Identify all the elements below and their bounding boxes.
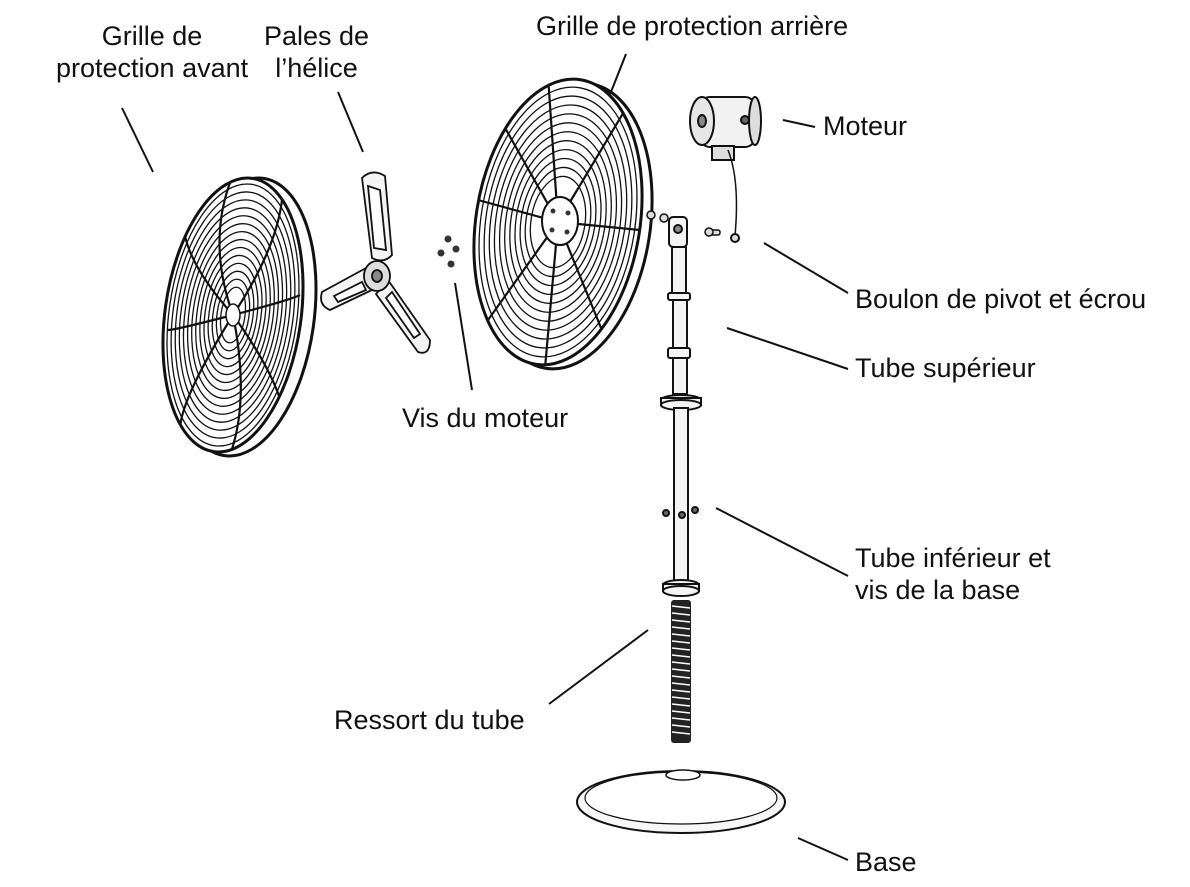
label-front-guard-line-2: protection avant (56, 53, 249, 83)
label-pivot-bolt: Boulon de pivot et écrou (855, 284, 1147, 314)
label-front-guard: Grille de protection avant (56, 20, 248, 84)
base-plate (576, 769, 786, 834)
pivot-bolt-and-nut (646, 210, 721, 237)
leader-pivot-bolt (763, 242, 849, 294)
leader-front-guard (121, 107, 154, 173)
rear-guard (472, 75, 654, 371)
motor (689, 96, 762, 243)
leader-upper-tube (726, 327, 849, 370)
label-rear-guard: Grille de protection arrière (536, 11, 849, 41)
base-screws (662, 506, 699, 519)
label-motor: Moteur (823, 111, 908, 141)
label-base: Base (855, 847, 917, 877)
leader-lines (121, 53, 849, 861)
label-lower-tube-line-2: vis de la base (855, 575, 1021, 605)
upper-tube (672, 299, 688, 349)
label-lower-tube: Tube inférieur et vis de la base (855, 542, 1051, 606)
upper-tube-top (671, 246, 687, 294)
leader-base (797, 837, 849, 861)
label-blades-line-1: Pales de (264, 21, 370, 51)
label-upper-tube: Tube supérieur (855, 353, 1036, 383)
tube-spring (671, 600, 691, 743)
motor-screws (437, 235, 460, 268)
label-motor-screws: Vis du moteur (402, 403, 569, 433)
leader-lower-tube (715, 507, 849, 577)
label-lower-tube-line-1: Tube inférieur et (855, 543, 1051, 573)
height-clamp (667, 347, 691, 359)
leader-motor-screws (454, 282, 473, 391)
label-spring: Ressort du tube (334, 705, 525, 735)
stand (660, 216, 702, 597)
propeller-blades (320, 171, 431, 354)
leader-spring (548, 629, 649, 705)
label-blades: Pales de l’hélice (264, 20, 369, 84)
label-front-guard-line-1: Grille de (101, 21, 203, 51)
front-guard (161, 174, 318, 458)
lower-tube (673, 407, 689, 584)
leader-blades (337, 91, 364, 153)
label-blades-line-2: l’hélice (275, 53, 358, 83)
leader-motor (782, 119, 816, 128)
